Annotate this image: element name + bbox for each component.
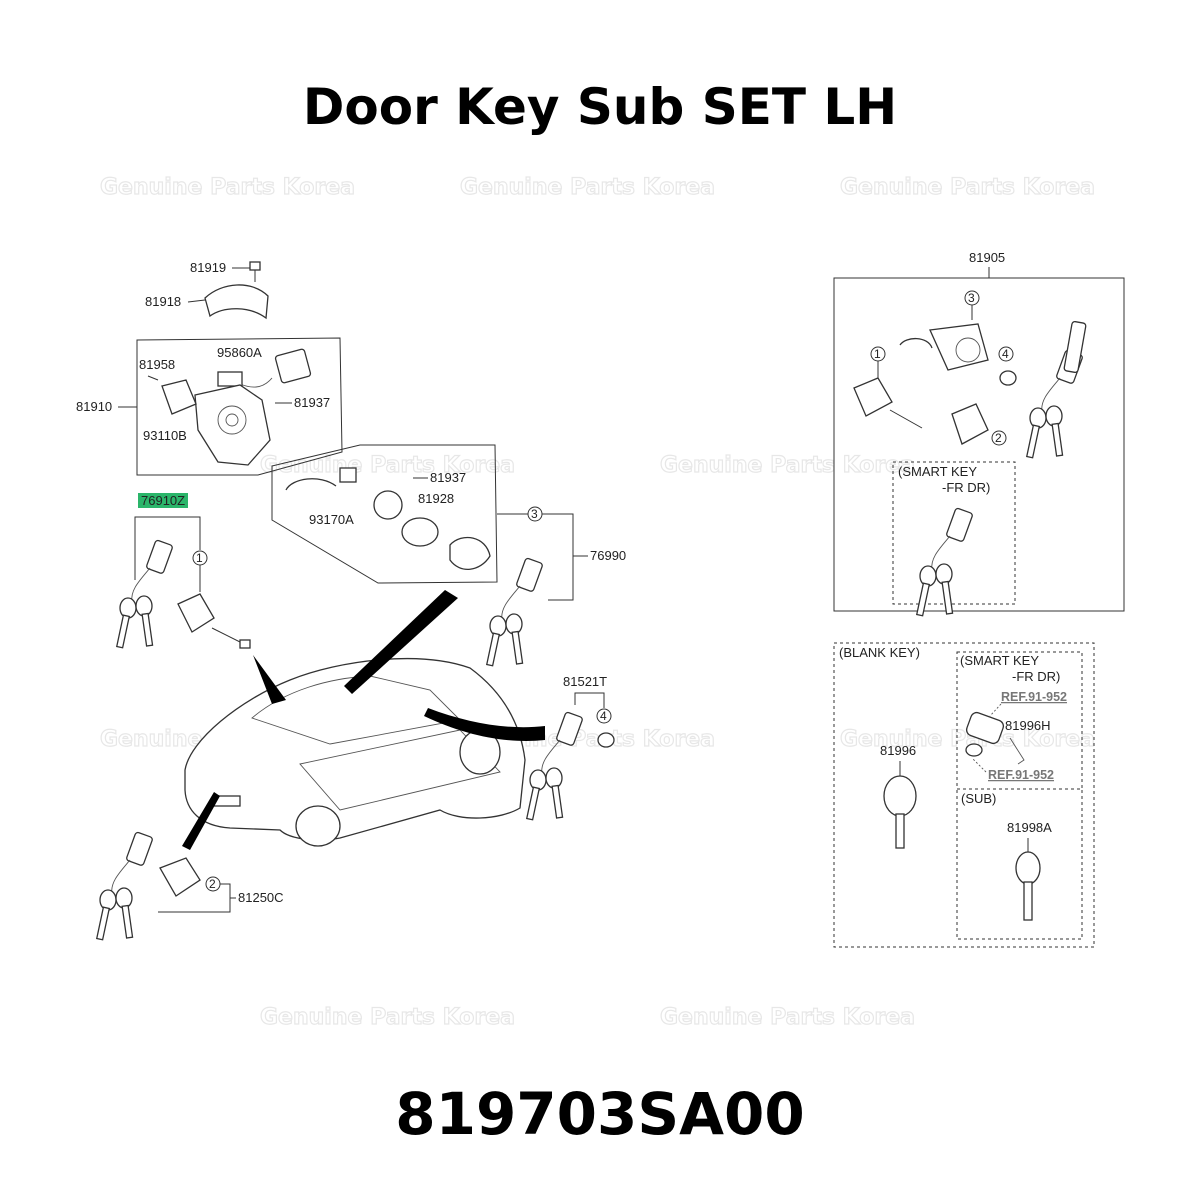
blank-key-head (883, 775, 917, 817)
label-81937-a: 81937 (294, 395, 330, 410)
key-set-icon (116, 539, 174, 649)
bracket-part (204, 284, 269, 320)
smart-key-fob (965, 711, 1005, 745)
cover-part (449, 536, 491, 570)
box-76990 (271, 444, 498, 584)
label-smart-key-2b: -FR DR) (1012, 669, 1060, 684)
key-set-icon (486, 557, 544, 667)
sub-key-head (1015, 851, 1041, 885)
label-95860A: 95860A (217, 345, 262, 360)
group-81521T: 81521T 4 (526, 674, 615, 821)
group-81250C: 2 81250C (96, 831, 284, 941)
callout-3: 3 (531, 507, 538, 521)
pointer-arrow (424, 708, 545, 741)
group-76910Z: 76910Z 1 (116, 493, 251, 649)
label-smart-key-1b: -FR DR) (942, 480, 990, 495)
label-81958: 81958 (139, 357, 175, 372)
watermark-text: Genuine Parts Korea (840, 175, 1095, 200)
pointer-arrow (344, 590, 458, 694)
link-ref-91-952-a[interactable]: REF.91-952 (1001, 690, 1067, 704)
callout-1: 1 (196, 551, 203, 565)
label-81521T: 81521T (563, 674, 607, 689)
label-smart-key-2: (SMART KEY (960, 653, 1039, 668)
part-81919-81918: 81919 81918 (145, 260, 269, 320)
label-81910: 81910 (76, 399, 112, 414)
watermark-text: Genuine Parts Korea (460, 175, 715, 200)
label-76910Z: 76910Z (141, 493, 185, 508)
watermark-text: Genuine Parts Korea (660, 453, 915, 478)
watermark-text: Genuine Parts Korea (100, 175, 355, 200)
pointer-arrow (253, 655, 286, 704)
group-81905: 81905 3 1 4 2 (SMART KEY -FR DR) (833, 250, 1125, 617)
highlight-76910Z (138, 493, 188, 508)
callout-2: 2 (209, 877, 216, 891)
box-sub (956, 788, 1083, 940)
group-blank-key: (BLANK KEY) 81996 (SMART KEY -FR DR) REF… (833, 642, 1095, 948)
box-81910 (136, 337, 343, 476)
group-76990: 81937 81928 93170A 3 76990 (271, 444, 626, 667)
group-81910: 81910 95860A 81958 81937 93110B (76, 337, 343, 476)
label-sub: (SUB) (961, 791, 996, 806)
callout-r1: 1 (874, 347, 881, 361)
label-smart-key-1: (SMART KEY (898, 464, 977, 479)
label-81905: 81905 (969, 250, 1005, 265)
key-set-icon (916, 507, 974, 617)
link-ref-91-952-b[interactable]: REF.91-952 (988, 768, 1054, 782)
label-93170A: 93170A (309, 512, 354, 527)
label-blank-key: (BLANK KEY) (839, 645, 920, 660)
part-number: 819703SA00 (395, 1080, 805, 1148)
lock-cylinder (177, 593, 215, 633)
label-76990: 76990 (590, 548, 626, 563)
pointer-arrow (182, 792, 220, 850)
box-81905 (833, 277, 1125, 612)
callout-r4: 4 (1002, 347, 1009, 361)
label-81928: 81928 (418, 491, 454, 506)
label-81918: 81918 (145, 294, 181, 309)
ignition-assembly (194, 384, 271, 466)
callout-4: 4 (600, 709, 607, 723)
car-outline (184, 657, 526, 847)
label-81937-b: 81937 (430, 470, 466, 485)
callout-r3: 3 (968, 291, 975, 305)
callout-r2: 2 (995, 431, 1002, 445)
page-title: Door Key Sub SET LH (302, 78, 898, 136)
label-81919: 81919 (190, 260, 226, 275)
watermark-text: Genuine Parts Korea (260, 1005, 515, 1030)
label-81996H: 81996H (1005, 718, 1051, 733)
watermark-text: Genuine Parts Korea (260, 453, 515, 478)
key-set-icon (96, 831, 154, 941)
label-81998A: 81998A (1007, 820, 1052, 835)
box-smart-key-fr-dr-1 (892, 461, 1016, 605)
watermark-text: Genuine Parts Korea (660, 1005, 915, 1030)
label-93110B: 93110B (143, 428, 187, 443)
label-81250C: 81250C (238, 890, 284, 905)
label-81996: 81996 (880, 743, 916, 758)
